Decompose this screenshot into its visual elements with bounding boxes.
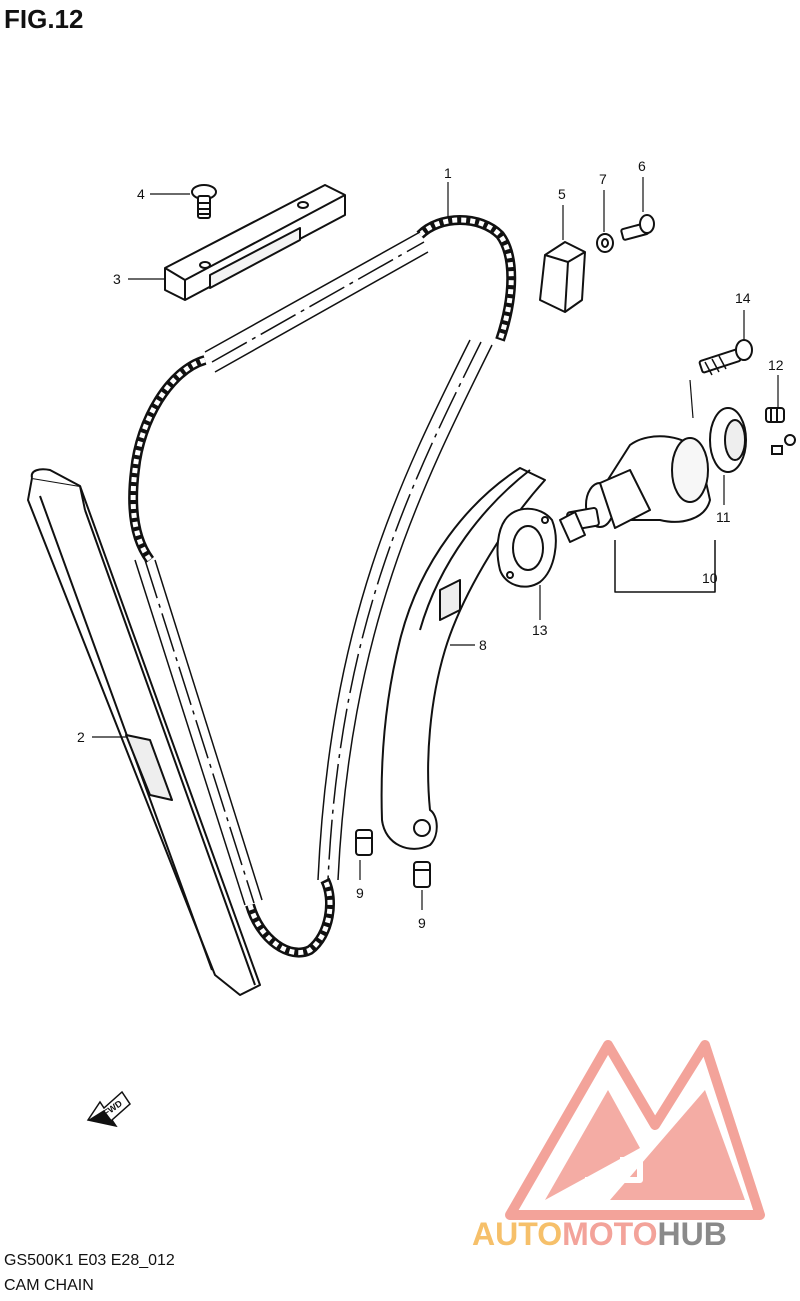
cap-bolt-part-12 [765,407,796,455]
bolt-part-14 [698,339,753,376]
watermark-text-part-c: HUB [657,1216,727,1252]
fwd-direction-arrow: FWD [86,1090,131,1128]
washer-part-7 [596,233,614,253]
callout-11: 11 [716,509,731,525]
callout-1: 1 [444,165,452,181]
callout-6: 6 [638,158,646,174]
watermark-text: AUTOMOTOHUB [472,1216,727,1253]
tensioner-adjuster-part-10 [559,435,716,593]
callout-3: 3 [113,271,121,287]
watermark-text-part-a: AUTO [472,1216,563,1252]
callout-7: 7 [599,171,607,187]
figure-title: FIG.12 [4,4,84,34]
chain-guide-part-2 [27,468,261,996]
callout-10: 10 [702,570,718,586]
bolt-part-6 [620,214,655,241]
callout-9b: 9 [418,915,426,931]
plug-part-9-b [413,861,431,888]
callout-8: 8 [479,637,487,653]
leader-lines [92,177,779,910]
watermark-text-part-b: MOTO [562,1216,658,1252]
gasket-part-11 [709,407,747,473]
callout-14: 14 [735,290,751,306]
callout-labels: 1 2 3 4 5 6 7 8 9 9 10 11 12 13 14 [77,158,784,931]
screw-part-4 [191,184,217,219]
gasket-part-13 [496,507,557,588]
plug-part-9-a [355,829,373,856]
tensioner-guide-part-8 [380,467,546,850]
figure-name: CAM CHAIN [4,1277,94,1294]
guide-plate-part-3 [164,184,346,301]
callout-5: 5 [558,186,566,202]
callout-12: 12 [768,357,784,373]
callout-9a: 9 [356,885,364,901]
callout-13: 13 [532,622,548,638]
watermark-logo-icon [505,1040,765,1220]
callout-2: 2 [77,729,85,745]
cam-chain-part-1 [128,215,517,958]
cushion-part-5 [539,241,586,313]
figure-code: GS500K1 E03 E28_012 [4,1252,175,1269]
callout-4: 4 [137,186,145,202]
